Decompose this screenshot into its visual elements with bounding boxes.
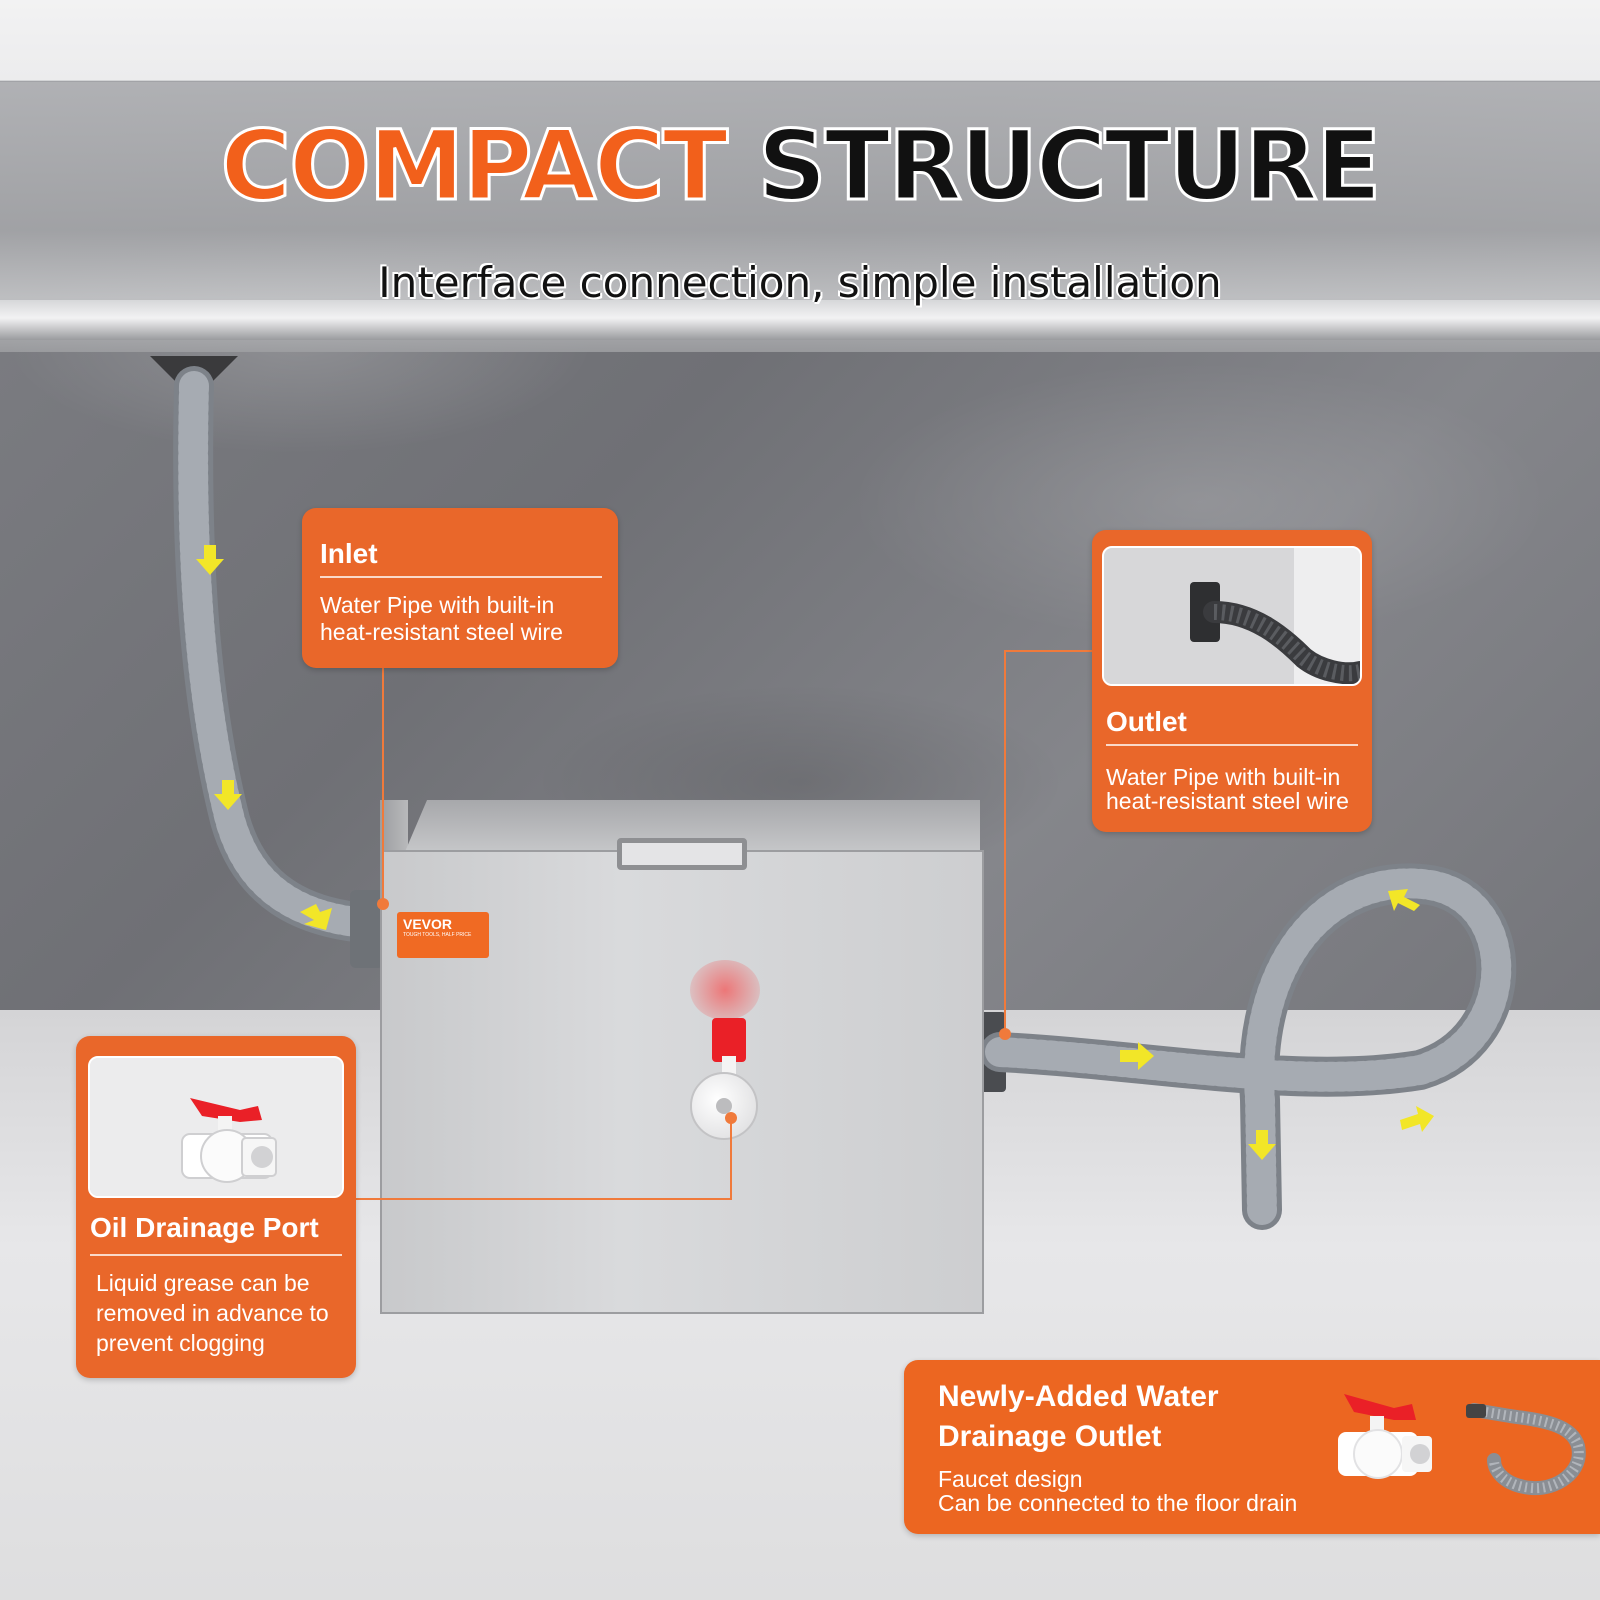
inlet-leader-line [382, 668, 384, 904]
outlet-desc-line2: heat-resistant steel wire [1106, 788, 1349, 814]
outlet-divider [1106, 744, 1358, 746]
oil-drain-desc-line2: removed in advance to [96, 1300, 329, 1326]
outlet-leader-line [1004, 650, 1006, 1034]
water-drain-desc-line2: Can be connected to the floor drain [938, 1490, 1298, 1516]
inlet-title: Inlet [320, 538, 378, 569]
water-drain-title-line2: Drainage Outlet [938, 1420, 1162, 1453]
flow-arrow [300, 904, 332, 930]
flow-arrow [214, 780, 242, 810]
outlet-hose-icon [1104, 548, 1360, 684]
lid-handle[interactable] [617, 838, 747, 870]
brand-name: VEVOR [403, 916, 453, 932]
inlet-leader-dot [377, 898, 389, 910]
headline: COMPACT STRUCTURE [0, 117, 1600, 216]
outlet-leader-dot [999, 1028, 1011, 1040]
water-drain-title-line1: Newly-Added Water [938, 1380, 1219, 1413]
outlet-pipe-ribs [985, 868, 1512, 1225]
oil-drain-leader-line [354, 1198, 732, 1200]
valve-glow [690, 960, 760, 1020]
inlet-callout: Inlet Water Pipe with built-in heat-resi… [302, 508, 618, 668]
oil-drain-leader-line [730, 1118, 732, 1200]
oil-drain-divider [90, 1254, 342, 1256]
inlet-pipe-ribs [178, 371, 393, 939]
drain-hose-icon [1466, 1403, 1586, 1496]
oil-drain-thumbnail [88, 1056, 344, 1198]
oil-drainage-callout: Oil Drainage Port Liquid grease can be r… [76, 1036, 356, 1378]
outlet-leader-line [1004, 650, 1100, 652]
subheadline: Interface connection, simple installatio… [378, 258, 1222, 307]
headline-word-compact: COMPACT [219, 110, 729, 222]
outlet-title: Outlet [1106, 706, 1187, 737]
ball-valve-icon [90, 1058, 342, 1196]
inlet-desc-line2: heat-resistant steel wire [320, 619, 563, 645]
outlet-callout: Outlet Water Pipe with built-in heat-res… [1092, 530, 1372, 832]
outlet-thumbnail [1102, 546, 1362, 686]
outlet-desc-line1: Water Pipe with built-in [1106, 764, 1341, 790]
inlet-desc-line1: Water Pipe with built-in [320, 592, 555, 618]
brand-plate: VEVOR TOUGH TOOLS, HALF PRICE [397, 912, 489, 958]
faucet-valve-icon [1338, 1394, 1432, 1479]
inlet-divider [320, 576, 602, 578]
counter-edge [0, 300, 1600, 340]
oil-drain-leader-dot [725, 1112, 737, 1124]
oil-drain-desc-line1: Liquid grease can be [96, 1270, 310, 1296]
valve-opening [716, 1098, 732, 1114]
oil-drain-title: Oil Drainage Port [90, 1212, 319, 1243]
water-drainage-callout: Newly-Added Water Drainage Outlet Faucet… [904, 1360, 1600, 1534]
flow-arrow [1388, 889, 1420, 911]
inlet-connector [350, 890, 384, 968]
valve-handle-icon[interactable] [712, 1018, 746, 1062]
oil-drain-desc-line3: prevent clogging [96, 1330, 265, 1356]
brand-tagline: TOUGH TOOLS, HALF PRICE [403, 932, 472, 938]
water-drain-desc-line1: Faucet design [938, 1466, 1083, 1492]
flow-arrow [196, 545, 224, 575]
flow-arrow [1400, 1106, 1434, 1132]
headline-word-structure: STRUCTURE [756, 110, 1383, 222]
flow-arrow [1248, 1130, 1276, 1160]
flow-arrow [1120, 1042, 1154, 1070]
